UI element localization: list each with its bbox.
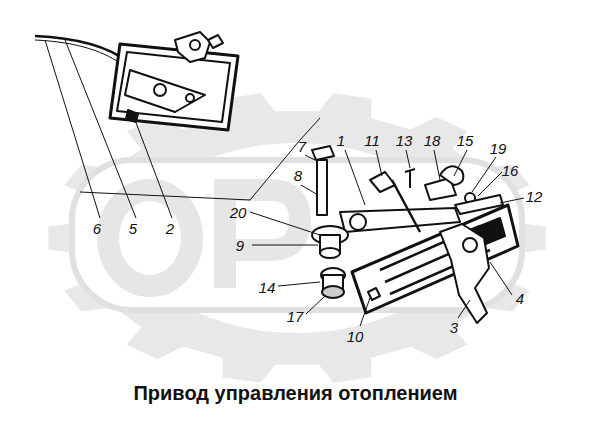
leader-lines: [45, 40, 524, 326]
callout-number: 5: [127, 220, 139, 237]
callout-number: 10: [345, 328, 366, 345]
gear-outline: [48, 93, 545, 382]
callout-number: 6: [91, 220, 103, 237]
callout-number: 18: [422, 132, 443, 149]
callout-number: 13: [394, 132, 415, 149]
callout-number: 2: [164, 220, 176, 237]
callout-number: 11: [362, 132, 382, 149]
callout-number: 1: [335, 132, 347, 149]
callout-number: 7: [296, 138, 308, 155]
callout-number: 8: [292, 167, 304, 184]
watermark-letters: [108, 190, 300, 288]
callout-number: 12: [524, 188, 545, 205]
callout-number: 15: [455, 132, 476, 149]
callout-number: 17: [285, 308, 306, 325]
lower-mechanism: [312, 146, 518, 323]
callout-number: 19: [488, 140, 509, 157]
callout-number: 3: [448, 319, 460, 336]
watermark-gear: [48, 93, 545, 382]
callout-number: 9: [234, 237, 246, 254]
caption: Привод управления отоплением: [0, 382, 591, 405]
callout-number: 14: [257, 279, 278, 296]
upper-mechanism: [35, 32, 238, 130]
callout-number: 16: [500, 162, 521, 179]
callout-number: 20: [228, 204, 249, 221]
callout-number: 4: [514, 290, 526, 307]
